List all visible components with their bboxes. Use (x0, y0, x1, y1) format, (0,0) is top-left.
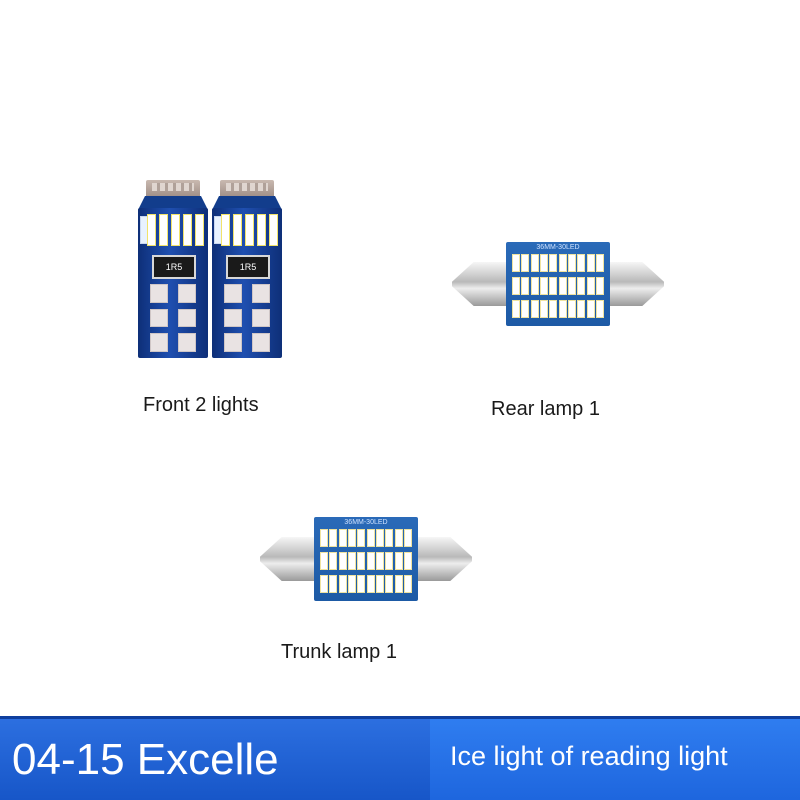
wedge-bulb-left: 1R5 (138, 180, 208, 358)
product-banner: Ice light of reading light (430, 716, 800, 800)
product-subtitle: Ice light of reading light (450, 741, 728, 771)
trunk-board-marking: 36MM-30LED (344, 519, 388, 526)
model-banner: 04-15 Excelle (0, 716, 430, 800)
front-lights-image: 1R5 1R5 (138, 180, 288, 360)
front-lights-caption: Front 2 lights (143, 394, 259, 416)
model-title: 04-15 Excelle (12, 735, 279, 784)
resistor-chip-label: 1R5 (152, 255, 196, 279)
trunk-lamp-image: 36MM-30LED (260, 517, 472, 601)
trunk-lamp-caption: Trunk lamp 1 (281, 641, 397, 663)
rear-board-marking: 36MM-30LED (536, 244, 580, 251)
wedge-bulb-right: 1R5 (212, 180, 282, 358)
rear-lamp-caption: Rear lamp 1 (491, 398, 600, 420)
rear-lamp-image: 36MM-30LED (452, 242, 664, 326)
resistor-chip-label: 1R5 (226, 255, 270, 279)
